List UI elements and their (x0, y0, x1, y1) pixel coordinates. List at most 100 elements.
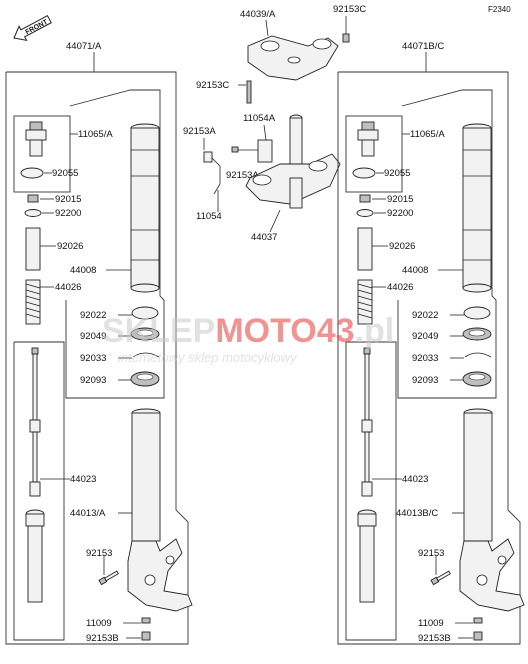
label-92026-right: 92026 (389, 241, 415, 252)
label-11009-right: 11009 (418, 618, 444, 629)
left-inner-frame (65, 89, 165, 399)
inner-tube-icon (130, 123, 160, 293)
seal-icon (131, 306, 159, 320)
cable-guide-icon (203, 151, 221, 195)
collar-icon-right (357, 227, 373, 271)
label-92026-left: 92026 (57, 241, 83, 252)
outer-tube-icon (127, 408, 193, 612)
bottom-bolt-icon (141, 631, 151, 641)
label-44013bc: 44013B/C (396, 508, 438, 519)
inner-tube-icon-right (462, 123, 492, 293)
watermark-part-moto: MOTO (215, 312, 316, 350)
axle-bolt-icon-right (430, 570, 451, 586)
fork-cap-icon-right (357, 121, 379, 157)
label-92153c-stem: 92153C (196, 80, 229, 91)
damper-rod-icon (29, 347, 41, 497)
label-92015-right: 92015 (387, 194, 413, 205)
seal-icon-right (463, 306, 491, 320)
axle-bolt-icon (98, 570, 119, 586)
label-92153-left: 92153 (86, 548, 112, 559)
label-44008-right: 44008 (402, 265, 428, 276)
clip-icon (132, 352, 160, 358)
left-frame (5, 71, 189, 645)
label-92049-right: 92049 (412, 331, 438, 342)
watermark: SKLEPMOTO43.pl internetowy sklep motocyk… (102, 312, 394, 365)
label-92153b-left: 92153B (86, 633, 119, 644)
drain-bolt-icon (141, 617, 151, 624)
label-44071bc: 44071B/C (402, 41, 444, 52)
label-92153b-right: 92153B (418, 633, 451, 644)
watermark-part-43: 43 (317, 312, 355, 350)
diagram-code: F2340 (488, 5, 511, 14)
bottom-bolt-icon-right (473, 631, 483, 641)
oring-icon-right (352, 167, 376, 179)
label-92015-left: 92015 (55, 194, 81, 205)
upper-clamp-icon (247, 35, 339, 81)
nut-icon (27, 194, 39, 203)
front-arrow-icon: FRONT (13, 15, 52, 42)
outer-tube-icon-right (459, 408, 525, 612)
cartridge-icon (25, 509, 45, 603)
label-92022-left: 92022 (80, 310, 106, 321)
right-rod-frame (345, 341, 397, 641)
label-92153a-1: 92153A (183, 126, 216, 137)
clip-icon-right (464, 352, 492, 358)
label-11009-left: 11009 (86, 618, 112, 629)
label-92200-left: 92200 (55, 208, 81, 219)
watermark-part-pl: .pl (355, 312, 395, 350)
stem-bolt-icon (246, 80, 252, 104)
spring-icon (25, 279, 41, 325)
label-44039a: 44039/A (240, 9, 276, 20)
label-11054: 11054 (196, 211, 222, 222)
label-44026-right: 44026 (387, 282, 413, 293)
label-92049-left: 92049 (80, 331, 106, 342)
watermark-text: SKLEPMOTO43.pl (102, 312, 394, 350)
top-bolt-icon (342, 33, 350, 43)
right-cap-box (345, 115, 403, 193)
label-11065a-right: 11065/A (410, 129, 445, 140)
bracket-icon (257, 139, 273, 163)
label-92153a-2: 92153A (226, 170, 259, 181)
label-11054a: 11054A (243, 113, 276, 124)
label-92200-right: 92200 (387, 208, 413, 219)
damper-rod-icon-right (361, 347, 373, 497)
label-92033-right: 92033 (412, 353, 438, 364)
label-44008-left: 44008 (70, 265, 96, 276)
fork-cap-icon (25, 121, 47, 157)
steering-stem-icon (245, 114, 341, 209)
label-11065a-left: 11065/A (78, 129, 113, 140)
label-44037: 44037 (251, 232, 277, 243)
left-cap-box (13, 115, 71, 193)
left-rod-frame (13, 341, 65, 641)
right-fork-assembly: 44071B/C 11065/A 92055 92015 92200 92026 (337, 41, 525, 645)
label-44023-right: 44023 (402, 474, 428, 485)
label-44013a: 44013/A (70, 508, 106, 519)
washer-icon (24, 209, 42, 217)
collar-icon (25, 227, 41, 271)
label-92055-right: 92055 (384, 168, 410, 179)
drain-bolt-icon-right (473, 617, 483, 624)
spring-icon-right (357, 279, 373, 325)
label-44071a: 44071/A (66, 41, 102, 52)
washer-icon-right (356, 209, 374, 217)
label-92153c-top: 92153C (333, 4, 366, 15)
label-44023-left: 44023 (70, 474, 96, 485)
left-fork-assembly: 44071/A 11065/A 92055 92015 92200 92026 (5, 41, 193, 645)
label-92153-right: 92153 (418, 548, 444, 559)
label-44026-left: 44026 (55, 282, 81, 293)
right-frame (337, 71, 521, 645)
watermark-subtitle: internetowy sklep motocyklowy (118, 350, 298, 365)
label-92022-right: 92022 (412, 310, 438, 321)
triple-clamp-assembly: 44039/A 92153C 92153C 11054A 92153A 9215… (183, 4, 366, 243)
right-inner-frame (397, 89, 497, 399)
label-92093-right: 92093 (412, 375, 438, 386)
label-92093-left: 92093 (80, 375, 106, 386)
label-92033-left: 92033 (80, 353, 106, 364)
oring-icon (20, 167, 44, 179)
watermark-part-sklep: SKLEP (102, 312, 215, 350)
label-92055-left: 92055 (52, 168, 78, 179)
cartridge-icon-right (357, 509, 377, 603)
nut-icon-right (359, 194, 371, 203)
